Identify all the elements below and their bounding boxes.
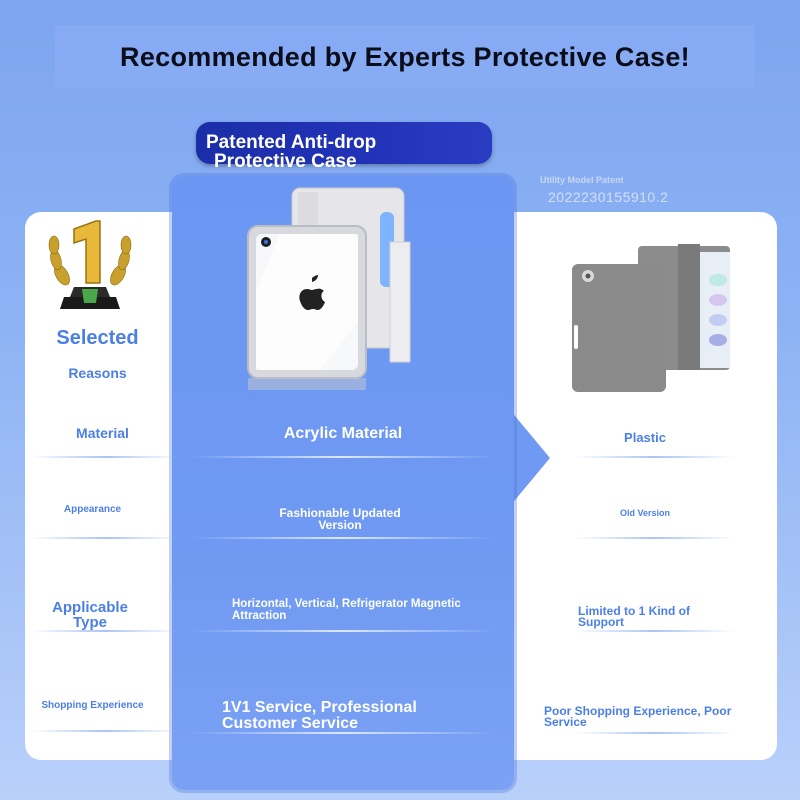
- right-row-applicable-type: Limited to 1 Kind of Support: [578, 604, 690, 629]
- plastic-case-product-image: [572, 244, 730, 392]
- divider: [575, 630, 735, 632]
- center-row-shopping-experience: 1V1 Service, Professional Customer Servi…: [222, 699, 417, 732]
- acrylic-case-product-image: [247, 187, 411, 390]
- divider: [575, 456, 735, 458]
- divider: [190, 732, 495, 734]
- badge-line-1: Patented Anti-drop: [206, 132, 377, 153]
- right-row-appearance: Old Version: [619, 508, 670, 518]
- patent-label: Utility Model Patent: [540, 175, 624, 185]
- trophy-icon: [48, 220, 132, 309]
- badge-text: Patented Anti-drop Protective Case: [206, 133, 466, 171]
- badge-line-2: Protective Case: [214, 151, 357, 172]
- row-label-material: Material: [76, 425, 129, 441]
- right-row-shopping-experience: Poor Shopping Experience, Poor Service: [544, 704, 732, 729]
- divider: [30, 456, 180, 458]
- right-row-material: Plastic: [624, 430, 666, 445]
- row-label-applicable-type: Applicable Type: [52, 599, 128, 631]
- title-bar: Recommended by Experts Protective Case!: [55, 25, 755, 89]
- divider: [575, 537, 735, 539]
- reasons-label: Reasons: [68, 365, 127, 381]
- patent-badge: [196, 122, 492, 164]
- divider: [190, 537, 495, 539]
- patent-number: 2022230155910.2: [548, 189, 669, 205]
- divider: [30, 730, 180, 732]
- divider: [190, 456, 495, 458]
- center-row-appearance: Fashionable Updated Version: [279, 506, 401, 532]
- selected-label: Selected: [56, 327, 139, 349]
- center-row-applicable-type: Horizontal, Vertical, Refrigerator Magne…: [232, 598, 461, 622]
- comparison-arrow: [510, 410, 550, 506]
- divider: [190, 630, 495, 632]
- page-title: Recommended by Experts Protective Case!: [120, 41, 690, 72]
- row-label-appearance: Appearance: [63, 504, 122, 515]
- divider: [30, 630, 180, 632]
- divider: [575, 732, 735, 734]
- divider: [30, 537, 180, 539]
- row-label-shopping-experience: Shopping Experience: [41, 700, 144, 711]
- center-row-material: Acrylic Material: [283, 425, 403, 442]
